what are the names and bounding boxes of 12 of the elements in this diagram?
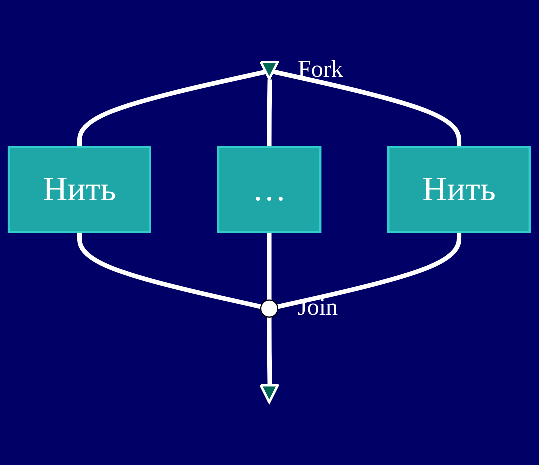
node-box: Нить <box>8 146 152 234</box>
connector <box>77 232 262 310</box>
connector <box>277 232 462 310</box>
node-box: Нить <box>388 146 532 234</box>
node-box: … <box>217 146 322 234</box>
node-circle <box>260 300 279 318</box>
node-caption: Fork <box>298 56 344 84</box>
connector <box>267 232 272 301</box>
connector <box>267 80 272 148</box>
connector <box>273 70 462 148</box>
connector <box>267 318 272 386</box>
connector <box>77 70 267 148</box>
